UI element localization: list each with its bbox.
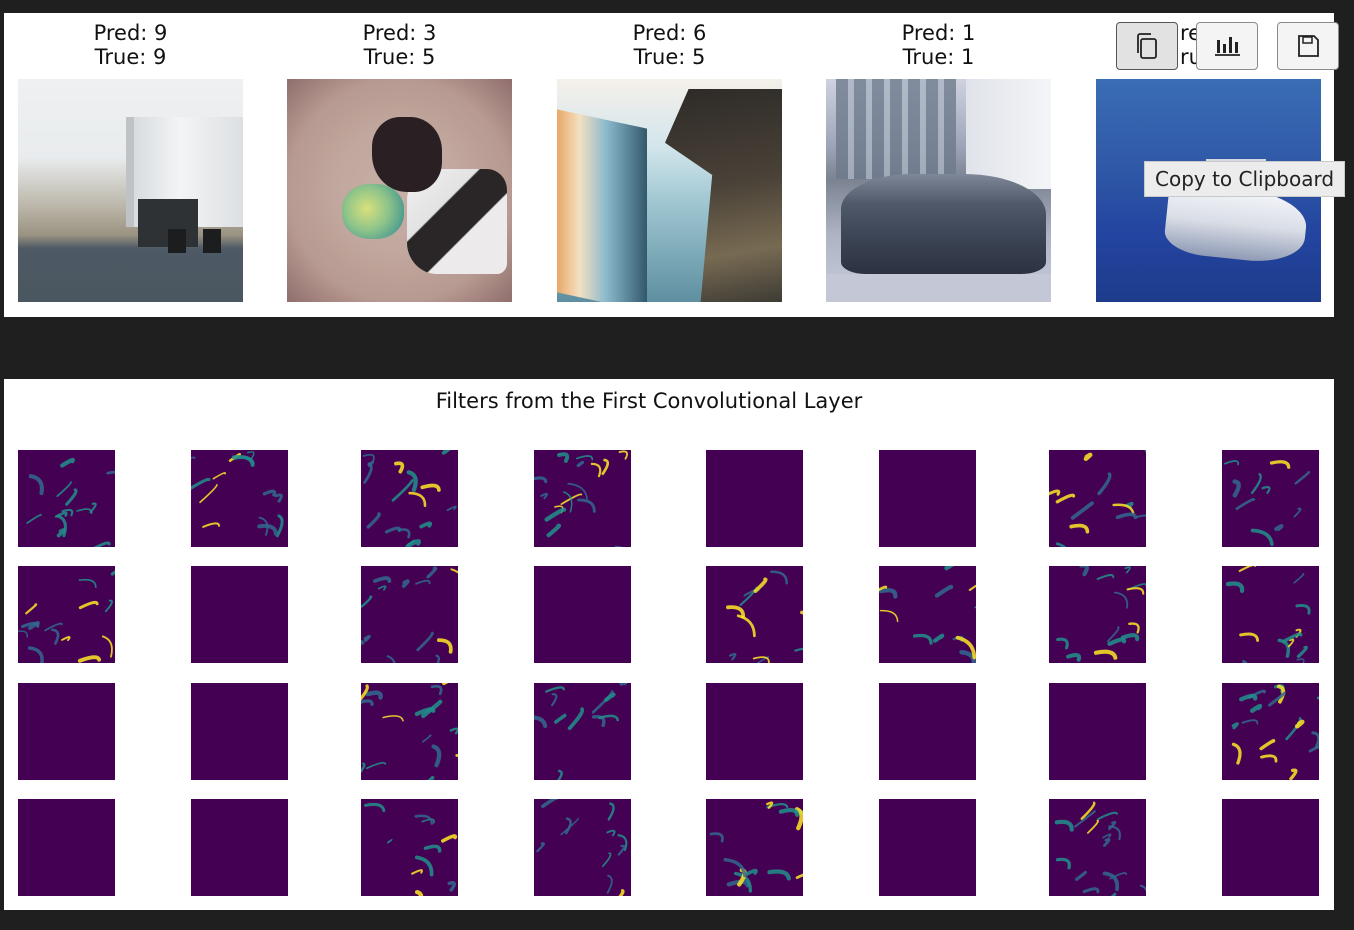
chart-button[interactable] (1196, 22, 1258, 70)
feature-map-10 (191, 566, 288, 663)
true-label: True: 1 (902, 45, 975, 69)
pred-label: Pred: 9 (93, 21, 168, 45)
true-label: True: 9 (94, 45, 167, 69)
feature-map-6 (879, 450, 976, 547)
feature-map-22 (879, 683, 976, 780)
feature-map-23 (1049, 683, 1146, 780)
feature-map-28 (534, 799, 631, 896)
feature-map-17 (18, 683, 115, 780)
feature-map-5 (706, 450, 803, 547)
copy-to-clipboard-button[interactable] (1116, 22, 1178, 70)
figure-title: Filters from the First Convolutional Lay… (435, 389, 863, 413)
feature-map-25 (18, 799, 115, 896)
sample-image-truck (18, 79, 243, 302)
feature-map-16 (1222, 566, 1319, 663)
feature-map-26 (191, 799, 288, 896)
feature-map-15 (1049, 566, 1146, 663)
feature-map-27 (361, 799, 458, 896)
feature-map-29 (706, 799, 803, 896)
feature-map-13 (706, 566, 803, 663)
tooltip: Copy to Clipboard (1144, 161, 1346, 197)
sample-image-animal (557, 79, 782, 302)
feature-map-32 (1222, 799, 1319, 896)
feature-map-11 (361, 566, 458, 663)
feature-map-14 (879, 566, 976, 663)
feature-map-30 (879, 799, 976, 896)
filters-panel: Filters from the First Convolutional Lay… (4, 379, 1334, 910)
sample-image-car (826, 79, 1051, 302)
true-label: True: 5 (363, 45, 436, 69)
copy-icon (1137, 33, 1157, 59)
pred-label: Pred: 3 (362, 21, 437, 45)
feature-map-18 (191, 683, 288, 780)
sample-image-dog (287, 79, 512, 302)
feature-map-4 (534, 450, 631, 547)
feature-map-31 (1049, 799, 1146, 896)
feature-map-7 (1049, 450, 1146, 547)
save-icon (1298, 35, 1319, 57)
bar-chart-icon (1215, 37, 1240, 56)
pred-label: Pred: 6 (632, 21, 707, 45)
predictions-panel: Pred: 9 True: 9 Pred: 3 True: 5 Pred: 6 … (4, 13, 1334, 317)
feature-map-2 (191, 450, 288, 547)
save-button[interactable] (1277, 22, 1339, 70)
feature-map-19 (361, 683, 458, 780)
feature-map-21 (706, 683, 803, 780)
feature-map-1 (18, 450, 115, 547)
feature-map-20 (534, 683, 631, 780)
feature-map-12 (534, 566, 631, 663)
true-label: True: 5 (633, 45, 706, 69)
feature-map-3 (361, 450, 458, 547)
feature-map-8 (1222, 450, 1319, 547)
feature-map-9 (18, 566, 115, 663)
feature-map-24 (1222, 683, 1319, 780)
pred-label: Pred: 1 (901, 21, 976, 45)
partial-sample-label: re ru (1180, 21, 1196, 69)
